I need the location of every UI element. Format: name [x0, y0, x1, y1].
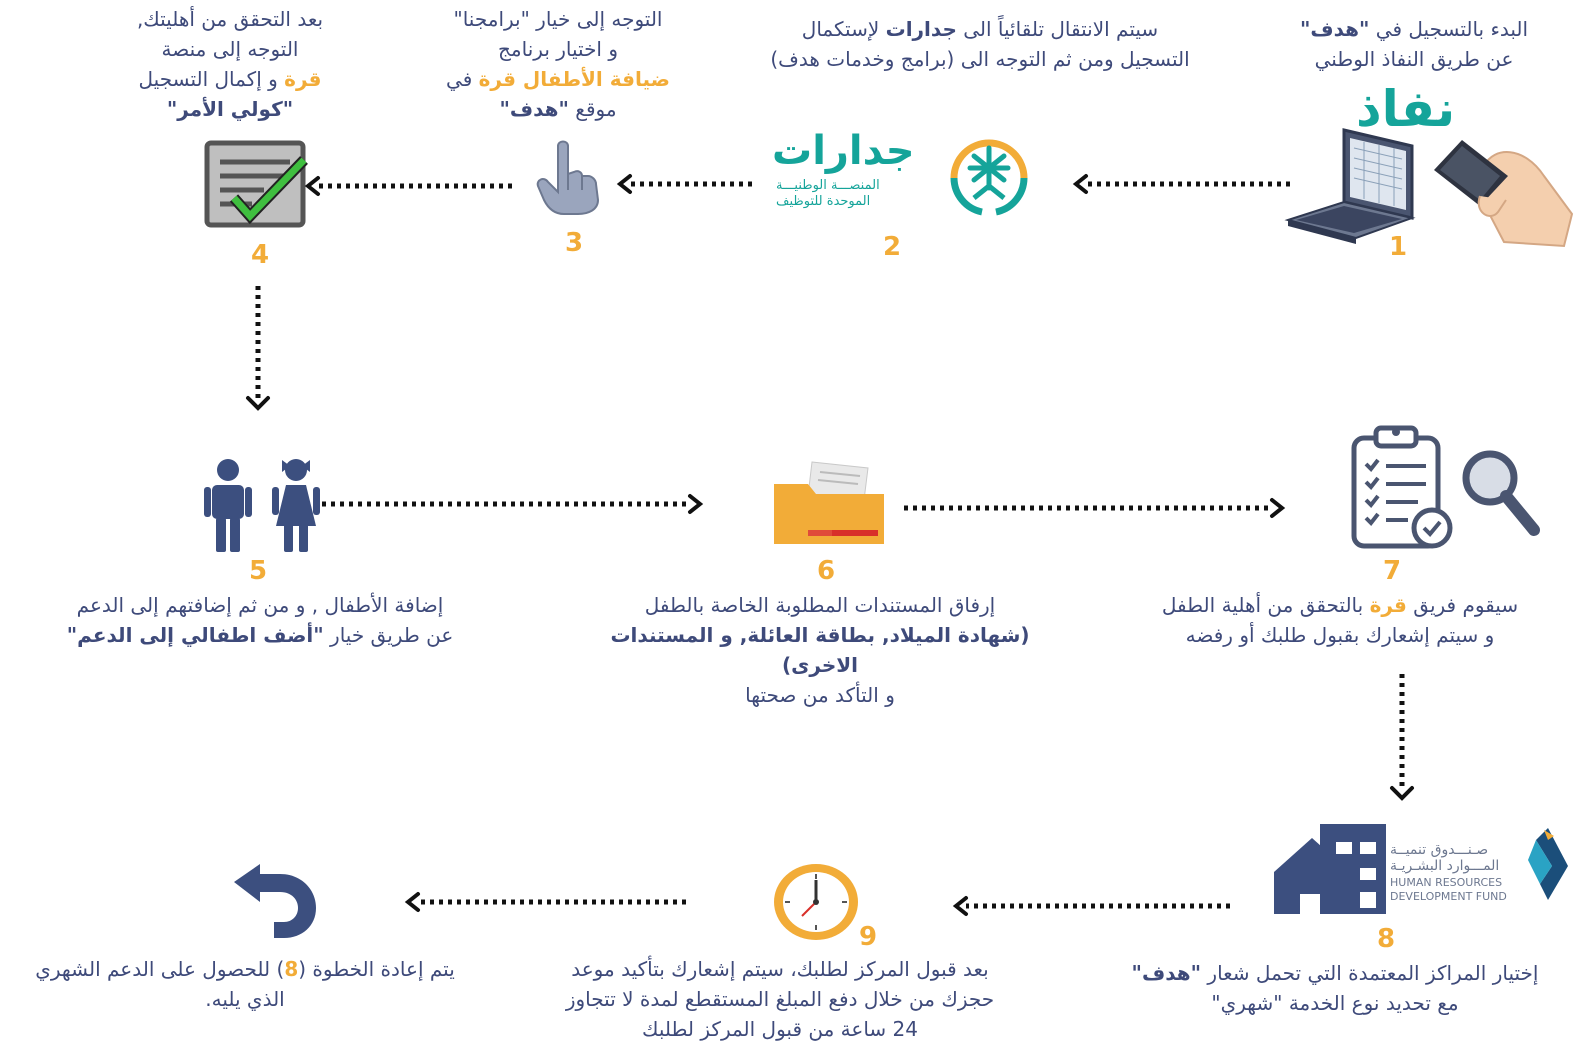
children-icon — [204, 459, 320, 552]
step-8-text: إختيار المراكز المعتمدة التي تحمل شعار "… — [1090, 958, 1580, 1018]
arrowhead-6-7 — [1270, 498, 1286, 518]
step-number-9: 9 — [858, 922, 878, 952]
hrdf-logo-ar2: المـــوارد البشـريـة — [1390, 858, 1500, 874]
jadarat-logo: جدارات — [772, 128, 915, 174]
arrowhead-1-2 — [1072, 174, 1088, 194]
step-1-text-line2: عن طريق النفاذ الوطني — [1314, 47, 1514, 71]
step-number-5: 5 — [248, 556, 268, 586]
step-1-text-b: "هدف" — [1299, 17, 1370, 41]
step-number-3: 3 — [564, 228, 584, 258]
step-3-line2: و اختيار برنامج — [498, 37, 618, 61]
step-5-line2-b: "أضف اطفالي إلى الدعم" — [66, 623, 324, 647]
step-6-line2: (شهادة الميلاد, بطاقة العائلة, و المستند… — [610, 623, 1030, 647]
step-number-6: 6 — [816, 556, 836, 586]
return-arrow-icon — [234, 864, 316, 938]
step-8-line1-b: "هدف" — [1131, 961, 1202, 985]
arrowhead-7-8 — [1390, 786, 1414, 801]
step-number-1: 1 — [1388, 232, 1408, 262]
step-9-text: بعد قبول المركز لطلبك، سيتم إشعارك بتأكي… — [520, 954, 1040, 1044]
step-3-text: التوجه إلى خيار "برامجنا" و اختيار برنام… — [408, 4, 708, 124]
final-step-text: يتم إعادة الخطوة (8) للحصول على الدعم ال… — [10, 954, 480, 1014]
step-4-line3-b: و إكمال التسجيل — [138, 67, 285, 91]
step-4-text: بعد التحقق من أهليتك, التوجه إلى منصة قر… — [100, 4, 360, 124]
step-6-text: إرفاق المستندات المطلوبة الخاصة بالطفل (… — [560, 590, 1080, 710]
step-2-text: سيتم الانتقال تلقائياً الى جدارات لإستكم… — [700, 14, 1260, 74]
jadarat-logo-sub1: المنصـــة الوطنيـــة — [776, 178, 880, 193]
step-3-line1: التوجه إلى خيار "برامجنا" — [453, 7, 663, 31]
step-9-line2: حجزك من خلال دفع المبلغ المستقطع لمدة لا… — [565, 987, 995, 1011]
step-9-line1: بعد قبول المركز لطلبك، سيتم إشعارك بتأكي… — [571, 957, 989, 981]
folder-icon — [774, 461, 884, 544]
arrowhead-5-6 — [688, 494, 704, 514]
final-line1-b: 8 — [284, 957, 299, 981]
step-5-text: إضافة الأطفال , و من ثم إضافتهم إلى الدع… — [30, 590, 490, 650]
arrowhead-9-final — [404, 892, 420, 912]
step-7-line1-c: بالتحقق من أهلية الطفل — [1161, 593, 1370, 617]
arrowhead-4-5 — [246, 396, 270, 411]
step-7-line1-a: سيقوم فريق — [1406, 593, 1519, 617]
step-number-8: 8 — [1376, 924, 1396, 954]
step-3-line4-a: موقع — [568, 97, 617, 121]
step-5-line1: إضافة الأطفال , و من ثم إضافتهم إلى الدع… — [76, 593, 444, 617]
step-3-line4-b: "هدف" — [499, 97, 569, 121]
step-2-text-a: سيتم الانتقال تلقائياً الى — [956, 17, 1159, 41]
arrowhead-8-9 — [952, 896, 968, 916]
step-number-7: 7 — [1382, 556, 1402, 586]
checklist-icon — [204, 140, 308, 228]
step-4-line3-a: قرة — [284, 67, 322, 91]
step-number-2: 2 — [882, 232, 902, 262]
step-3-line3-a: ضيافة الأطفال قرة — [478, 67, 670, 91]
final-line2: الذي يليه. — [205, 987, 285, 1011]
step-4-line2: التوجه إلى منصة — [161, 37, 299, 61]
step-5-line2-a: عن طريق خيار — [323, 623, 454, 647]
step-1-text-a: البدء بالتسجيل في — [1369, 17, 1529, 41]
step-1-text: البدء بالتسجيل في "هدف" عن طريق النفاذ ا… — [1244, 14, 1584, 74]
jadarat-logo-sub2: الموحدة للتوظيف — [776, 194, 871, 209]
house-building-icon — [1274, 824, 1386, 914]
step-7-line2: و سيتم إشعارك بقبول طلبك أو رفضه — [1185, 623, 1495, 647]
hrdf-logo-en1: HUMAN RESOURCES — [1390, 876, 1503, 889]
clipboard-search-icon — [1351, 425, 1540, 549]
hrdf-emblem-icon — [1528, 828, 1568, 900]
step-2-text-line2: التسجيل ومن ثم التوجه الى (برامج وخدمات … — [770, 47, 1190, 71]
step-7-line1-b: قرة — [1369, 593, 1407, 617]
step-9-line3: 24 ساعة من قبول المركز لطلبك — [642, 1017, 918, 1041]
arrowhead-3-4 — [304, 176, 320, 196]
hrdf-logo-ar1: صـنـــدوق تنميــة — [1390, 842, 1489, 858]
step-3-line3-b: في — [446, 67, 479, 91]
hand-pointer-icon — [536, 140, 600, 215]
hrdf-logo-en2: DEVELOPMENT FUND — [1390, 890, 1507, 903]
step-6-line3: الاخرى) — [781, 653, 859, 677]
clock-icon — [774, 864, 858, 940]
step-8-line2: مع تحديد نوع الخدمة "شهري" — [1211, 991, 1459, 1015]
step-6-line1: إرفاق المستندات المطلوبة الخاصة بالطفل — [644, 593, 996, 617]
laptop-phone-icon — [1284, 128, 1574, 248]
nafath-logo: نفاذ — [1356, 80, 1456, 138]
step-8-line1-a: إختيار المراكز المعتمدة التي تحمل شعار — [1201, 961, 1539, 985]
jadarat-emblem-icon — [950, 139, 1028, 216]
step-2-text-b: جدارات — [885, 17, 957, 41]
final-line1-c: ) للحصول على الدعم الشهري — [35, 957, 285, 981]
step-4-line4: "كولي الأمر" — [166, 97, 294, 121]
final-line1-a: يتم إعادة الخطوة ( — [298, 957, 455, 981]
step-2-text-c: لإستكمال — [801, 17, 886, 41]
step-number-4: 4 — [250, 240, 270, 270]
step-7-text: سيقوم فريق قرة بالتحقق من أهلية الطفل و … — [1100, 590, 1580, 650]
arrowhead-2-3 — [616, 174, 632, 194]
step-4-line1: بعد التحقق من أهليتك, — [136, 7, 324, 31]
step-6-line4: و التأكد من صحتها — [745, 683, 895, 707]
